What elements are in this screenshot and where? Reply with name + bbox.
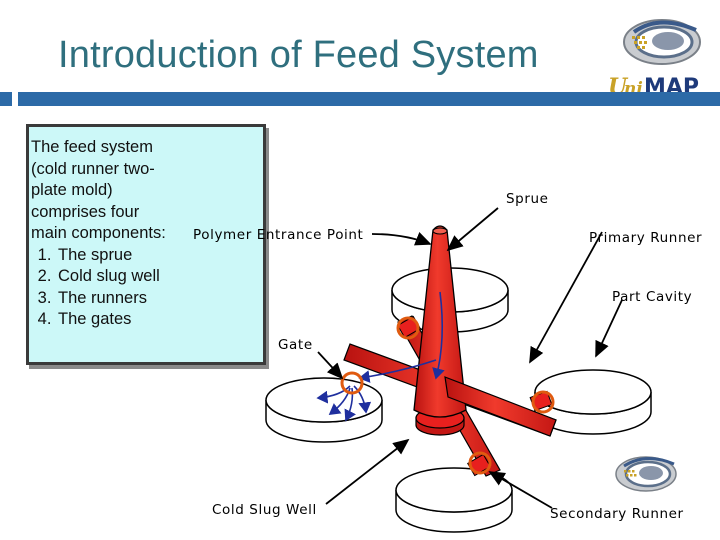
part-cavity-right [534, 369, 652, 435]
label-part-cavity: Part Cavity [612, 289, 692, 305]
sprue [413, 225, 467, 418]
components-textbox: The feed system (cold runner two-plate m… [26, 124, 266, 365]
part-cavity-bottom [395, 467, 513, 533]
components-list: The sprue Cold slug well The runners The… [31, 245, 171, 331]
unimap-logo-small [615, 456, 677, 492]
slide-title: Introduction of Feed System [58, 34, 539, 76]
gate-ring-top [396, 316, 420, 340]
gate-ring-right [531, 390, 555, 414]
component-item-runners: The runners [56, 288, 171, 310]
label-cold-slug-well: Cold Slug Well [212, 502, 317, 518]
component-item-gates: The gates [56, 309, 171, 331]
label-primary-runner: Primary Runner [589, 230, 702, 246]
label-polymer-entrance-point: Polymer Entrance Point [193, 227, 363, 243]
component-item-sprue: The sprue [56, 245, 171, 267]
component-item-cold-slug-well: Cold slug well [56, 266, 171, 288]
label-gate: Gate [278, 337, 313, 353]
label-secondary-runner: Secondary Runner [550, 506, 684, 522]
part-cavity-left [265, 377, 383, 443]
title-rule [18, 92, 720, 106]
flow-arrows [316, 291, 445, 422]
gate-ring-bottom [468, 451, 492, 475]
label-sprue: Sprue [506, 191, 549, 207]
gate-ring-left [340, 371, 364, 395]
components-intro: The feed system (cold runner two-plate m… [31, 138, 166, 242]
title-rule-left [0, 92, 12, 106]
leader-lines [317, 207, 623, 509]
